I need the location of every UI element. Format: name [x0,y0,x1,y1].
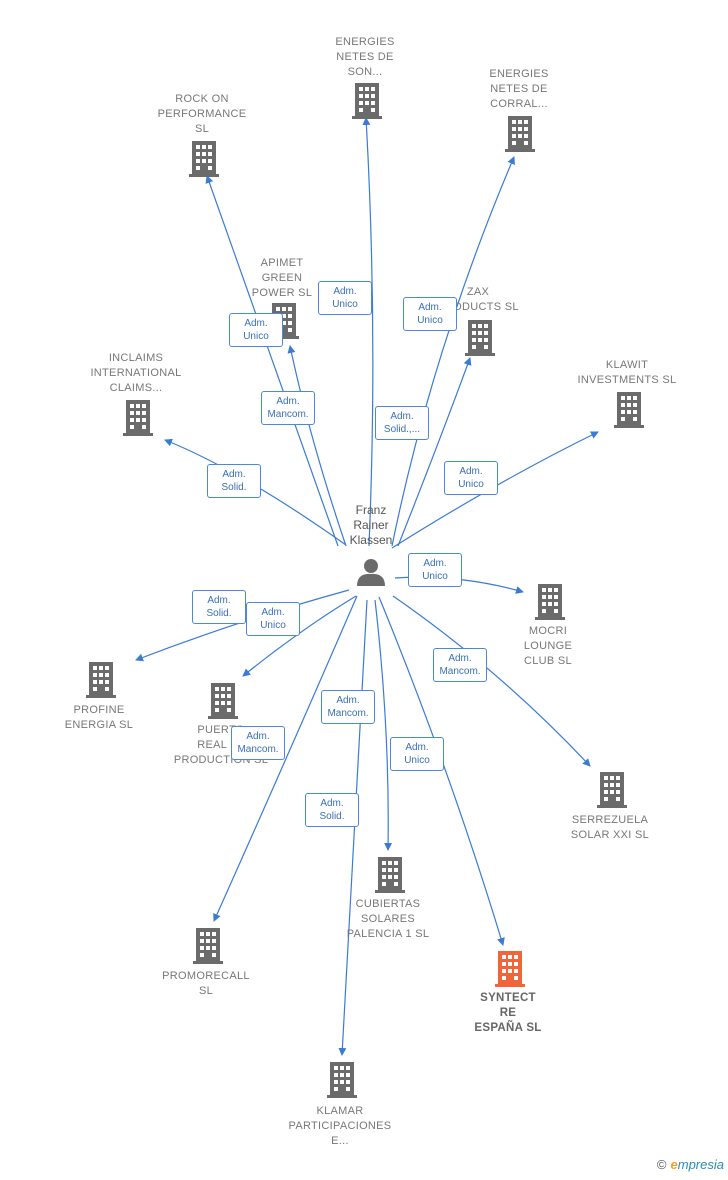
role-badge-energies-corral: Adm.Unico [403,297,457,331]
building-icon[interactable] [535,584,565,620]
role-badge-promorecall: Adm.Mancom. [231,726,285,760]
role-badge-klamar: Adm.Solid. [305,793,359,827]
role-badge-zax: Adm.Solid.,... [375,406,429,440]
role-badge-serrezuela: Adm.Mancom. [433,648,487,682]
building-icon[interactable] [597,772,627,808]
building-icon[interactable] [352,83,382,119]
role-badge-klawit: Adm.Unico [444,461,498,495]
edge-promorecall [213,595,358,922]
footer-brand[interactable]: ©empresia [657,1157,724,1172]
brand-logo-text: mpresia [677,1157,724,1172]
icons-layer [86,83,644,1098]
building-icon[interactable] [193,928,223,964]
role-badge-energies-son: Adm.Unico [318,281,372,315]
building-icon[interactable] [86,662,116,698]
building-icon[interactable] [189,141,219,177]
edge-serrezuela [392,595,591,767]
building-icon[interactable] [327,1062,357,1098]
edge-cubiertas [374,599,393,851]
role-badge-cubiertas: Adm.Mancom. [321,690,375,724]
building-icon[interactable] [123,400,153,436]
role-badge-syntect: Adm.Unico [390,737,444,771]
edge-syntect [378,596,505,946]
role-badge-apimet: Adm.Mancom. [261,391,315,425]
role-badge-mocri: Adm.Unico [408,553,462,587]
building-icon[interactable] [208,683,238,719]
building-icon[interactable] [375,857,405,893]
role-badge-profine: Adm.Solid. [192,590,246,624]
copyright-symbol: © [656,1157,667,1172]
edge-energies-son [362,117,374,547]
role-badge-puerto: Adm.Unico [246,602,300,636]
person-icon[interactable] [357,559,385,586]
brand-logo-initial: e [670,1157,678,1172]
building-icon[interactable] [465,320,495,356]
role-badge-rock-on: Adm.Unico [229,313,283,347]
edge-klamar [338,599,368,1056]
edge-zax [397,357,472,547]
building-icon[interactable] [614,392,644,428]
edge-energies-corral [391,156,515,547]
edge-apimet [287,345,347,547]
building-icon[interactable] [505,116,535,152]
building-icon[interactable] [495,951,525,987]
role-badge-inclaims: Adm.Solid. [207,464,261,498]
